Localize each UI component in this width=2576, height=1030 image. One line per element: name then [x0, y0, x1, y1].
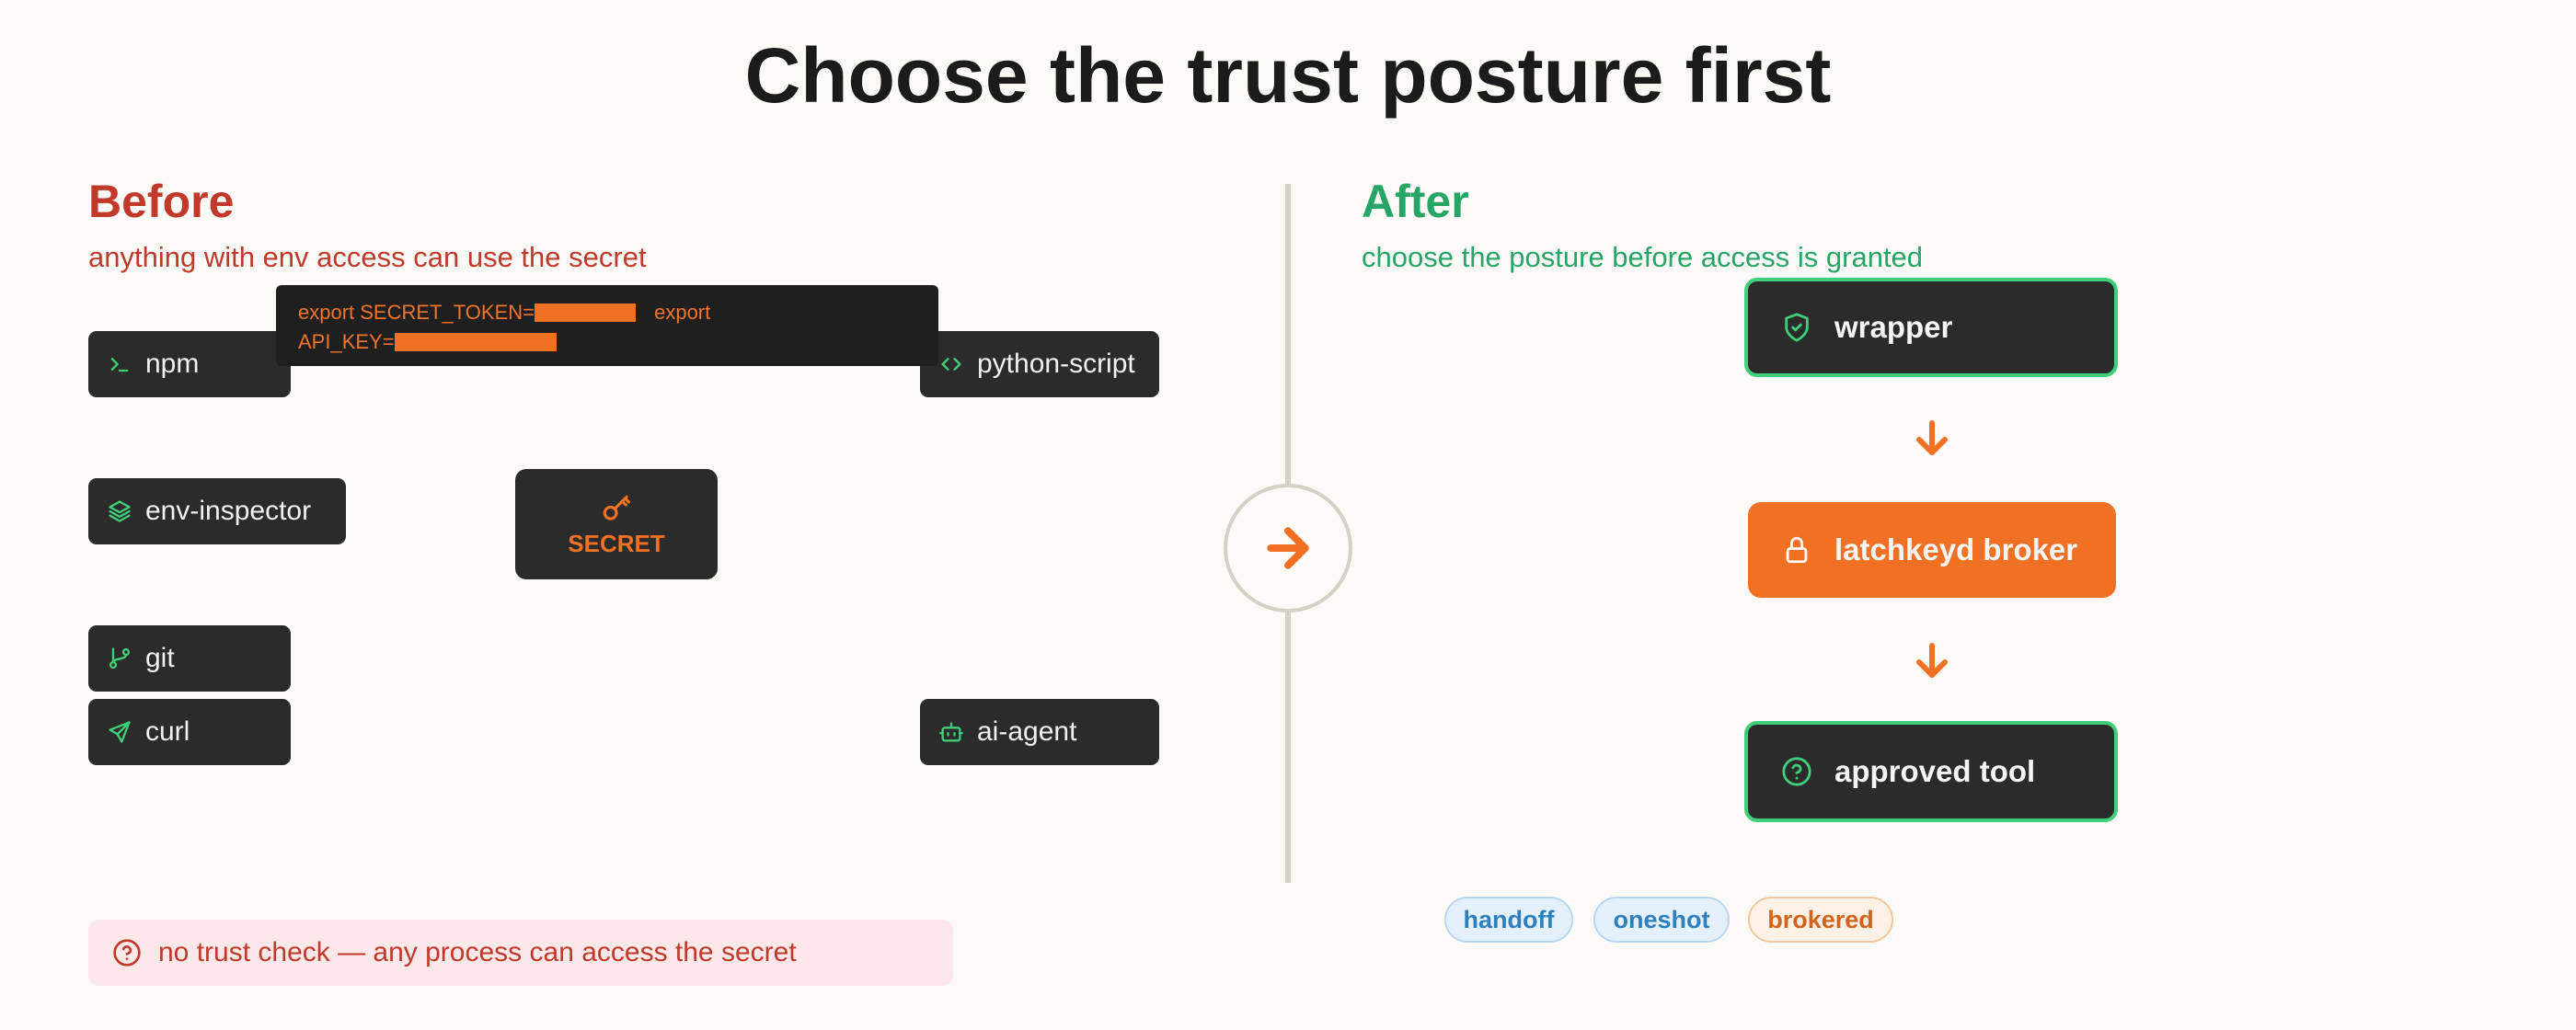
lock-icon [1781, 534, 1812, 566]
env-line-1: export SECRET_TOKEN= [298, 301, 535, 324]
arrow-down-icon [1910, 638, 1954, 687]
after-subtitle: choose the posture before access is gran… [1362, 241, 1924, 273]
step-approved-tool: approved tool [1744, 721, 2118, 822]
terminal-icon [107, 351, 132, 377]
send-icon [107, 719, 132, 745]
secret-box: SECRET [515, 469, 718, 579]
env-line-2: API_KEY= [298, 330, 395, 353]
shield-check-icon [1781, 312, 1812, 343]
env-export-banner: export SECRET_TOKEN= export API_KEY= [276, 285, 938, 366]
redacted-value [534, 303, 636, 322]
posture-pill-oneshot: oneshot [1593, 897, 1730, 943]
secret-label: SECRET [568, 529, 665, 557]
arrow-down-icon [1910, 416, 1954, 464]
process-label: curl [145, 716, 190, 747]
robot-icon [938, 719, 964, 745]
redacted-value [394, 333, 557, 351]
step-label: wrapper [1834, 310, 1953, 344]
process-curl: curl [88, 699, 291, 765]
git-branch-icon [107, 646, 132, 671]
code-icon [938, 351, 964, 377]
process-label: npm [145, 349, 200, 379]
process-label: python-script [977, 349, 1135, 379]
step-label: latchkeyd broker [1834, 532, 2078, 566]
page-title: Choose the trust posture first [744, 32, 1832, 119]
process-git: git [88, 625, 291, 692]
warning-banner: no trust check — any process can access … [88, 920, 953, 986]
process-ai-agent: ai-agent [920, 699, 1159, 765]
step-wrapper: wrapper [1744, 278, 2118, 377]
posture-pill-handoff: handoff [1444, 897, 1573, 943]
question-circle-icon [112, 938, 142, 967]
process-label: ai-agent [977, 716, 1077, 747]
process-env-inspector: env-inspector [88, 478, 346, 544]
before-heading: Before [88, 176, 235, 227]
after-heading: After [1362, 176, 1469, 227]
question-circle-icon [1781, 756, 1812, 787]
arrow-right-icon [1259, 519, 1317, 578]
process-npm: npm [88, 331, 291, 397]
transition-arrow [1224, 484, 1352, 612]
key-icon [599, 491, 634, 526]
before-subtitle: anything with env access can use the sec… [88, 241, 647, 273]
layers-icon [107, 498, 132, 524]
posture-pill-brokered: brokered [1748, 897, 1893, 943]
step-latchkeyd-broker: latchkeyd broker [1748, 502, 2116, 598]
process-python-script: python-script [920, 331, 1159, 397]
warning-text: no trust check — any process can access … [158, 937, 797, 967]
process-label: git [145, 643, 175, 673]
env-export-2: export [654, 301, 711, 324]
process-label: env-inspector [145, 496, 312, 526]
step-label: approved tool [1834, 754, 2036, 788]
